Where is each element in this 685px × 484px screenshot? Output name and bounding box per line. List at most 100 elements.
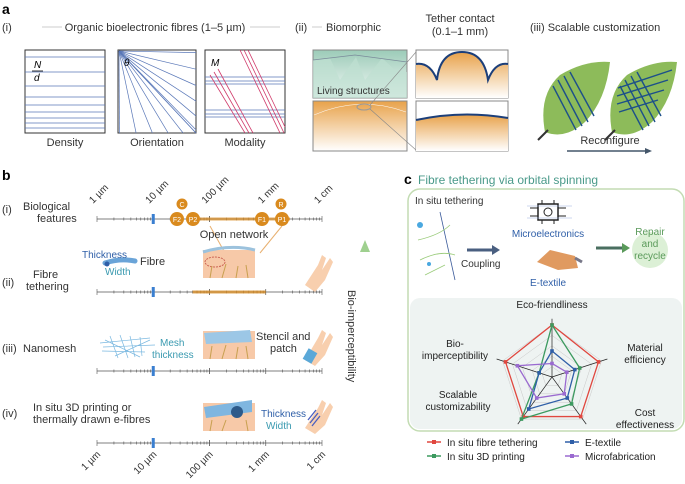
- radar-point: [534, 396, 539, 400]
- a-iii-title: (iii) Scalable customization: [530, 22, 660, 34]
- radar-axis-label: Scalable: [439, 390, 478, 401]
- radar-axis-label: imperceptibility: [422, 351, 488, 362]
- bottom-scale-tick: 10 µm: [132, 449, 160, 477]
- legend-item: Microfabrication: [565, 452, 656, 463]
- panel-c-label: c: [404, 171, 412, 187]
- skin-illustration-ii: [202, 245, 256, 279]
- bottom-scale-tick: 100 µm: [184, 449, 216, 481]
- fibre-size-marker: [151, 438, 155, 448]
- legend-label: In situ 3D printing: [447, 452, 525, 463]
- coupling-label: Coupling: [461, 259, 500, 270]
- fibre-size-marker: [151, 287, 155, 297]
- zoom-region: [356, 103, 372, 111]
- hand-icon: [305, 255, 333, 292]
- tether-contact-smooth: [415, 100, 509, 152]
- tethering-illustration: [417, 211, 456, 281]
- radar-point: [521, 414, 526, 419]
- radar-point: [526, 407, 531, 411]
- radar-grid-ring: [541, 366, 563, 386]
- repair-label: Repair: [635, 227, 665, 238]
- radar-series-line: [527, 350, 576, 410]
- stencil-label: Stencil and: [256, 331, 310, 343]
- radar-series-line: [504, 324, 600, 418]
- modality-label: Modality: [225, 137, 266, 149]
- radar-grid-ring: [531, 355, 573, 395]
- scale-axis: [96, 366, 323, 376]
- in-situ-tethering-label: In situ tethering: [415, 196, 483, 207]
- tether-contact-rough: [415, 49, 509, 99]
- feature-marker-label: R: [278, 202, 283, 209]
- legend-item: E-textile: [565, 438, 622, 449]
- legend-item: In situ fibre tethering: [427, 438, 538, 449]
- panel-a: a (i) Organic bioelectronic fibres (1–5 …: [2, 1, 677, 154]
- nanomesh-icon: [99, 334, 156, 359]
- patch-label: patch: [270, 343, 297, 355]
- width-label: Width: [105, 267, 131, 278]
- mesh-thickness-label: thickness: [152, 350, 194, 361]
- feature-marker-r: R: [275, 198, 287, 210]
- radar-point: [537, 371, 541, 375]
- leaf-icon: [537, 61, 610, 141]
- scale-axis: [96, 438, 323, 448]
- bio-imperceptibility-arrow-icon: [360, 240, 370, 252]
- a-ii-marker: (ii): [295, 22, 307, 34]
- tether-line2: (0.1–1 mm): [432, 26, 488, 38]
- radar-point: [572, 367, 577, 372]
- e-textile-label: E-textile: [530, 278, 567, 289]
- row-label-line2: thermally drawn e-fibres: [33, 414, 151, 426]
- hand-with-patch-icon: [302, 330, 333, 366]
- radar-axis-label: efficiency: [624, 355, 666, 366]
- radar-point: [578, 414, 583, 419]
- radar-axis-label: Bio-: [446, 339, 464, 350]
- reconfigure-arrow-icon: [645, 148, 652, 154]
- feature-marker-c: C: [176, 198, 188, 210]
- top-scale-tick: 100 µm: [200, 175, 232, 207]
- thickness-iv-label: Thickness: [261, 409, 306, 420]
- width-iv-label: Width: [266, 421, 292, 432]
- feature-marker-label: F2: [173, 217, 181, 224]
- radar-point: [503, 360, 508, 364]
- panel-c: c Fibre tethering via orbital spinning I…: [404, 171, 685, 463]
- bio-imperceptibility-label: Bio-imperceptibility: [345, 290, 357, 383]
- modality-m: M: [211, 58, 220, 69]
- feature-marker-f1: F1: [255, 212, 269, 226]
- row-label-line2: features: [37, 213, 77, 225]
- row-label-line1: In situ 3D printing or: [33, 402, 132, 414]
- orientation-label: Orientation: [130, 137, 184, 149]
- legend-label: In situ fibre tethering: [447, 438, 538, 449]
- feature-marker-f2: F2: [170, 212, 184, 226]
- row-marker: (i): [2, 204, 12, 216]
- fibre-label: Fibre: [140, 256, 165, 268]
- row-label-line1: Biological: [23, 201, 70, 213]
- living-structures-box: Living structures: [312, 49, 408, 99]
- radar-series: [526, 349, 577, 411]
- living-structures-label: Living structures: [317, 86, 390, 97]
- density-n: N: [34, 60, 42, 71]
- orientation-diagram: θ: [117, 49, 197, 134]
- bottom-scale-tick: 1 cm: [305, 449, 328, 472]
- tether-line1: Tether contact: [425, 13, 494, 25]
- density-label: Density: [47, 137, 84, 149]
- skin-illustration-iv: [203, 400, 255, 432]
- fibre-size-marker: [151, 366, 155, 376]
- row-marker: (iii): [2, 343, 17, 355]
- radar-point: [515, 363, 520, 368]
- feature-marker-p1: P1: [275, 212, 289, 226]
- row-marker: (iv): [2, 408, 17, 420]
- mesh-label: Mesh: [160, 338, 184, 349]
- feature-marker-p2: P2: [186, 212, 200, 226]
- radar-series-line: [516, 362, 568, 399]
- a-i-title: Organic bioelectronic fibres (1–5 µm): [65, 22, 246, 34]
- radar-series-line: [520, 323, 581, 421]
- radar-axis-label: Eco-friendliness: [516, 300, 587, 311]
- recycle-label: recycle: [634, 251, 666, 262]
- radar-point: [550, 323, 554, 327]
- leaf-reconfigured-icon: [604, 61, 677, 141]
- radar-legend: In situ fibre tethering In situ 3D printi…: [427, 438, 656, 463]
- radar-axis-label: customizability: [425, 402, 490, 413]
- feature-marker-label: F1: [258, 217, 266, 224]
- panel-a-label: a: [2, 1, 10, 17]
